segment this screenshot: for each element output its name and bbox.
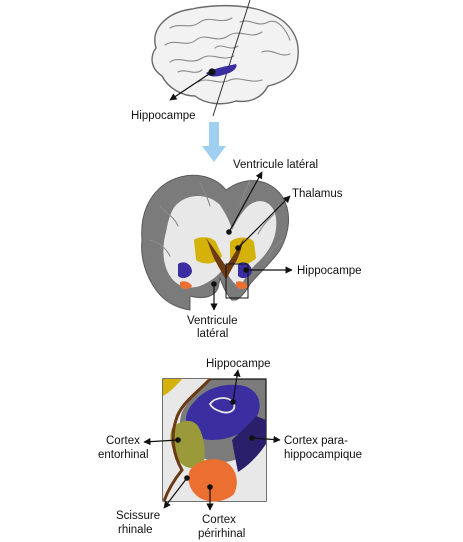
lateral-brain-outline (151, 4, 299, 105)
detail-rhinal-sulcus (162, 377, 212, 502)
parahippocampal-label-line1: Cortex para- (284, 435, 348, 447)
top-hippocampus-label: Hippocampe (131, 110, 196, 122)
lateral-brain-view: Hippocampe (131, 0, 299, 122)
detail-hippocampus-label: Hippocampe (206, 358, 271, 370)
entorhinal-label-line1: Cortex (106, 435, 140, 447)
rhinal-sulcus-label-line1: Scissure (116, 510, 160, 522)
perirhinal-label-line2: périrhinal (198, 528, 245, 540)
lateral-ventricle-bottom-label-line1: Ventricule (187, 315, 238, 327)
detail-entorhinal-cortex (170, 420, 205, 468)
dentate-gyrus-outline (208, 397, 236, 414)
parahippocampal-label-line2: hippocampique (284, 449, 362, 461)
lateral-ventricle-bottom-label-line2: latéral (197, 328, 228, 340)
coronal-section: Ventricule latéral Thalamus Hippocampe V… (141, 159, 362, 340)
detail-yellow-corner (163, 379, 182, 396)
perirhinal-label-line1: Cortex (202, 514, 236, 526)
detail-perirhinal-cortex (188, 459, 237, 502)
section-plane-line (212, 0, 251, 117)
coronal-hippocampus-label: Hippocampe (297, 265, 362, 277)
coronal-hippocampus-left (178, 262, 192, 279)
lateral-ventricle-top-label: Ventricule latéral (233, 159, 318, 171)
entorhinal-label-line2: entorhinal (98, 449, 149, 461)
rhinal-sulcus-label-line2: rhinale (118, 524, 153, 536)
coronal-midline-ventricle (206, 238, 244, 280)
hippocampal-region-detail: Hippocampe Cortex entorhinal Cortex para… (98, 358, 362, 540)
coronal-zoom-box (225, 263, 249, 299)
thalamus-label: Thalamus (292, 188, 343, 200)
down-arrow-icon (202, 122, 226, 162)
detail-parahippocampal-cortex (232, 416, 266, 472)
